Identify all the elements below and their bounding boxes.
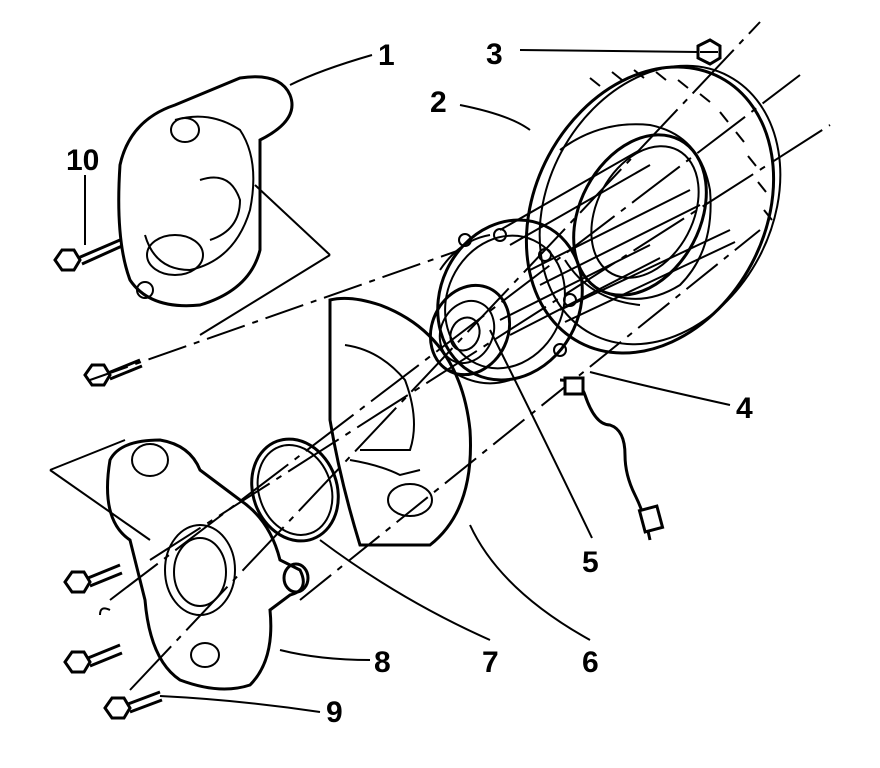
callout-1: 1: [378, 39, 395, 72]
leader-7: [319, 539, 491, 641]
callout-7: 7: [482, 646, 499, 679]
callout-8: 8: [374, 646, 391, 679]
callout-9: 9: [326, 696, 343, 729]
callout-4: 4: [736, 392, 753, 425]
wheel-studs: [499, 149, 736, 336]
brake-rotor: [524, 64, 782, 355]
axis-lines: [89, 21, 831, 691]
callout-6: 6: [582, 646, 599, 679]
leader-9: [159, 695, 321, 713]
callout-5: 5: [582, 546, 599, 579]
caliper-bracket-outline: [199, 184, 331, 336]
leader-5: [489, 329, 593, 539]
leader-2: [459, 104, 531, 131]
hub-bolt: [63, 563, 163, 720]
leader-8: [279, 649, 371, 661]
wheel-speed-sensor-lead: [559, 376, 665, 541]
seal-ring: [250, 437, 340, 543]
leader-lines: [84, 49, 731, 713]
leader-1: [289, 54, 373, 86]
wheel-hub-bearing: [428, 218, 584, 385]
wheel-stud-nut: [696, 38, 722, 66]
callout-2: 2: [430, 86, 447, 119]
brake-caliper: [117, 75, 294, 308]
callout-10: 10: [66, 144, 99, 177]
steering-knuckle: [99, 438, 310, 691]
leader-6: [469, 524, 591, 641]
leader-4: [589, 371, 731, 406]
splash-shield: [328, 296, 472, 547]
leader-3: [519, 49, 699, 53]
knuckle-outline: [49, 439, 151, 541]
callout-labels: 1 2 3 4 5 6 7 8 9 10: [66, 38, 753, 729]
callout-3: 3: [486, 38, 503, 71]
caliper-bolt: [53, 238, 143, 387]
